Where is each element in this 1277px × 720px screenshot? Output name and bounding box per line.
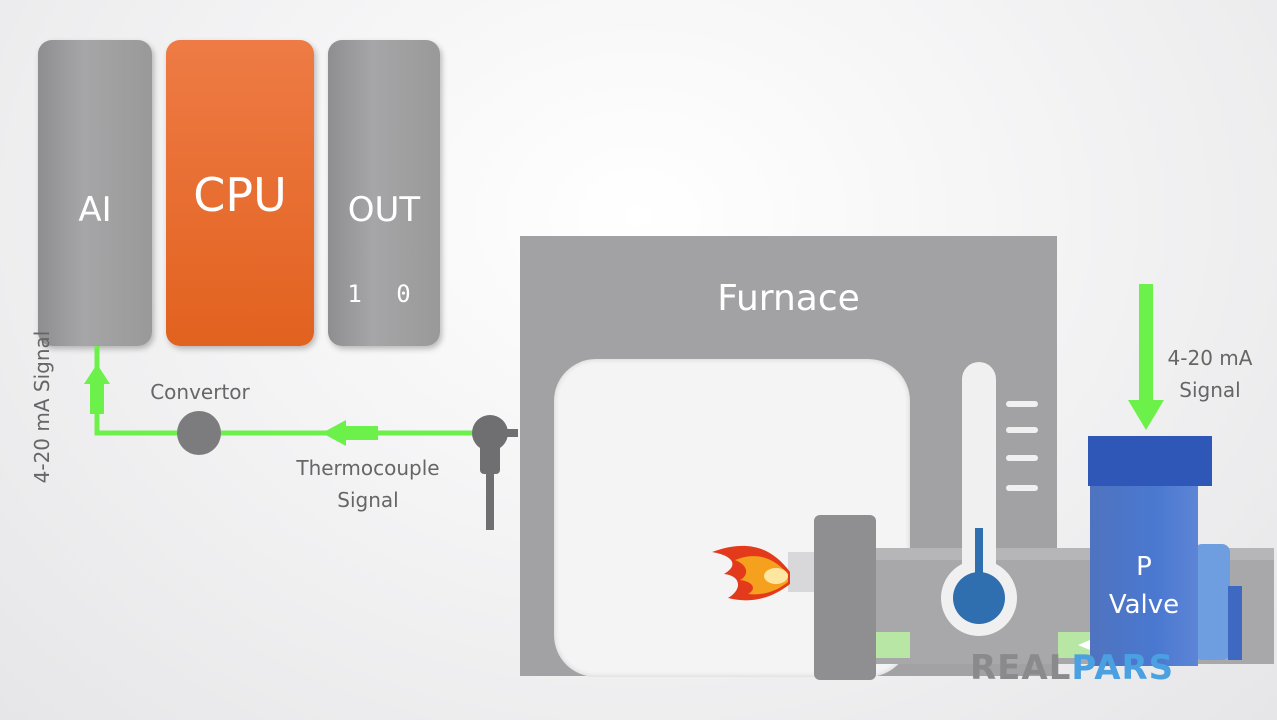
valve-side-cap [1228,586,1242,660]
output-module: OUT 1 0 [328,40,440,346]
logo-part-real: REAL [970,648,1072,688]
convertor-label: Convertor [150,380,250,404]
valve-signal-label-line1: 4-20 mA [1167,346,1253,370]
thermocouple-signal-label-line2: Signal [337,488,399,512]
logo-part-pars: PARS [1071,648,1175,688]
valve-cap [1088,436,1212,486]
flame-icon [712,545,790,601]
realpars-logo: REALPARS [970,648,1174,688]
ai-module: AI [38,40,152,346]
valve-label-line1: P [1136,552,1152,582]
valve-signal-label-line2: Signal [1179,378,1241,402]
burner-nozzle [788,552,818,592]
pipe-flow-left [874,632,910,658]
down-arrow-icon [1128,284,1164,430]
thermocouple-icon [472,415,518,530]
cpu-module: CPU [166,40,314,346]
gauge-marks [1006,401,1038,491]
pipe-left-arrow-icon [1078,640,1090,650]
left-arrow-icon [322,420,378,446]
thermocouple-signal-label-line1: Thermocouple [296,456,440,480]
furnace-title: Furnace [717,278,860,319]
valve: P Valve [1090,486,1198,666]
valve-label-line2: Valve [1108,590,1180,620]
valve-side-body [1194,544,1230,660]
output-bits: 1 0 [347,280,421,308]
ai-module-label: AI [78,190,112,230]
burner-body [814,515,876,680]
output-module-label: OUT [347,190,421,230]
convertor-icon [177,411,221,455]
thermometer-icon [941,362,1017,636]
up-arrow-icon [84,364,110,414]
cpu-module-label: CPU [193,168,287,222]
